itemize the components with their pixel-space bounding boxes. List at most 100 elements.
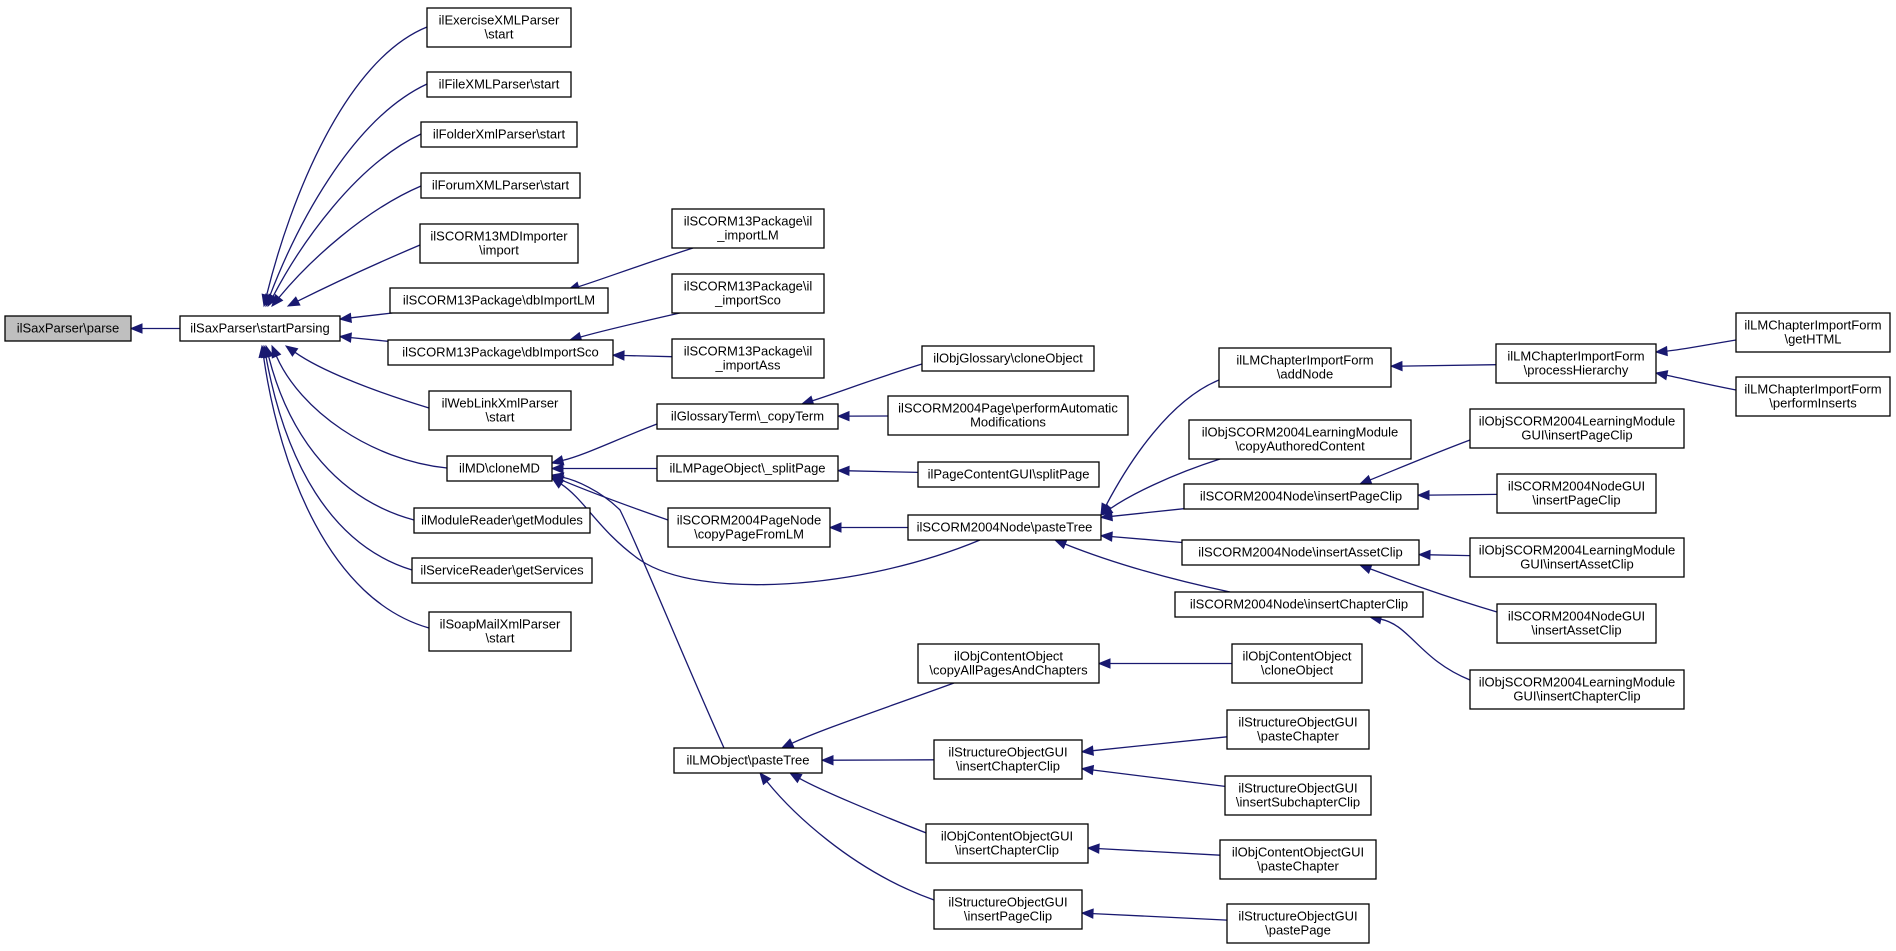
node-structgui_insertSubchapterClip[interactable]: ilStructureObjectGUI\insertSubchapterCli…	[1224, 775, 1372, 816]
node-label: ilObjSCORM2004LearningModule	[1479, 414, 1676, 429]
edge-scorm13_dbImportSco-to-sax_startParsing	[350, 336, 389, 342]
edge-objcontent_copyAll-to-lmobject_pasteTree	[791, 682, 955, 744]
node-lmobject_pasteTree[interactable]: ilLMObject\pasteTree	[673, 747, 823, 774]
node-lmchapter_addNode[interactable]: ilLMChapterImportForm\addNode	[1218, 347, 1392, 388]
edge-objs2004lmgui_insertPageClip-to-s2004node_insertPageClip	[1369, 439, 1471, 481]
node-box	[1496, 603, 1657, 644]
node-box	[671, 338, 825, 379]
node-exercise_start[interactable]: ilExerciseXMLParser\start	[426, 7, 572, 48]
node-box	[1231, 643, 1363, 684]
node-s2004node_insertPageClip[interactable]: ilSCORM2004Node\insertPageClip	[1183, 483, 1419, 510]
node-file_start[interactable]: ilFileXMLParser\start	[426, 71, 572, 98]
node-module_getModules[interactable]: ilModuleReader\getModules	[413, 507, 591, 534]
node-pagecontentgui_split[interactable]: ilPageContentGUI\splitPage	[917, 461, 1100, 488]
node-lmchapter_processHierarchy[interactable]: ilLMChapterImportForm\processHierarchy	[1495, 343, 1657, 384]
node-label: \pasteChapter	[1257, 859, 1339, 874]
node-box	[1226, 709, 1370, 750]
node-objs2004lmgui_insertAssetClip[interactable]: ilObjSCORM2004LearningModuleGUI\insertAs…	[1469, 537, 1685, 578]
node-soapmail_start[interactable]: ilSoapMailXmlParser\start	[428, 611, 572, 652]
node-label: ilObjSCORM2004LearningModule	[1479, 543, 1676, 558]
node-label: \addNode	[1277, 367, 1333, 382]
arrowhead-s2004node_pasteTree	[1099, 531, 1113, 542]
node-structgui_insertChapterClip[interactable]: ilStructureObjectGUI\insertChapterClip	[933, 739, 1083, 780]
edge-scorm13_importAss-to-scorm13_dbImportSco	[623, 354, 673, 358]
arrowhead-sax_startParsing	[284, 345, 299, 357]
node-label: ilObjGlossary\cloneObject	[933, 351, 1083, 366]
node-scorm13_importAss[interactable]: ilSCORM13Package\il_importAss	[671, 338, 825, 379]
node-lmchapter_performInserts[interactable]: ilLMChapterImportForm\performInserts	[1735, 376, 1891, 417]
node-service_getServices[interactable]: ilServiceReader\getServices	[411, 557, 593, 584]
arrowhead-objcontent_copyAll	[1097, 658, 1111, 669]
node-md_cloneMD[interactable]: ilMD\cloneMD	[446, 455, 553, 482]
node-s2004pagenode_copy[interactable]: ilSCORM2004PageNode\copyPageFromLM	[667, 507, 831, 548]
node-label: ilLMPageObject\_splitPage	[669, 461, 825, 476]
node-label: ilSCORM2004NodeGUI	[1508, 609, 1645, 624]
arrowhead-sax_startParsing	[338, 312, 352, 323]
node-box	[656, 455, 839, 482]
node-s2004page_perform[interactable]: ilSCORM2004Page\performAutomaticModifica…	[887, 395, 1129, 436]
arrowhead-sax_parse	[129, 323, 143, 334]
node-box	[179, 315, 341, 342]
node-box	[671, 208, 825, 249]
arrowhead-s2004node_pasteTree	[1053, 539, 1068, 550]
node-structgui_pastePage[interactable]: ilStructureObjectGUI\pastePage	[1226, 903, 1370, 944]
node-sax_parse[interactable]: ilSaxParser\parse	[4, 315, 132, 342]
node-objglossary_clone[interactable]: ilObjGlossary\cloneObject	[921, 345, 1095, 372]
node-scorm13_importLM[interactable]: ilSCORM13Package\il_importLM	[671, 208, 825, 249]
node-objs2004lm_copyAuthored[interactable]: ilObjSCORM2004LearningModule\copyAuthore…	[1188, 419, 1412, 460]
node-box	[387, 339, 614, 366]
node-label: ilServiceReader\getServices	[420, 563, 584, 578]
node-box	[1188, 419, 1412, 460]
node-lmpage_splitPage[interactable]: ilLMPageObject\_splitPage	[656, 455, 839, 482]
node-objcontentgui_pasteChapter[interactable]: ilObjContentObjectGUI\pasteChapter	[1219, 839, 1377, 880]
node-label: Modifications	[970, 415, 1046, 430]
node-box	[4, 315, 132, 342]
node-objcontent_copyAll[interactable]: ilObjContentObject\copyAllPagesAndChapte…	[917, 643, 1100, 684]
node-s2004node_insertChapterClip[interactable]: ilSCORM2004Node\insertChapterClip	[1174, 591, 1424, 618]
arrowhead-lmchapter_processHierarchy	[1654, 345, 1668, 357]
node-structgui_insertPageClip[interactable]: ilStructureObjectGUI\insertPageClip	[933, 889, 1083, 930]
arrowhead-structgui_insertPageClip	[1080, 908, 1094, 919]
node-s2004node_pasteTree[interactable]: ilSCORM2004Node\pasteTree	[907, 514, 1102, 541]
node-label: GUI\insertPageClip	[1521, 428, 1632, 443]
node-s2004nodegui_insertAssetClip[interactable]: ilSCORM2004NodeGUI\insertAssetClip	[1496, 603, 1657, 644]
node-objs2004lmgui_insertPageClip[interactable]: ilObjSCORM2004LearningModuleGUI\insertPa…	[1469, 408, 1685, 449]
edge-s2004node_insertChapterClip-to-s2004node_pasteTree	[1064, 543, 1231, 593]
node-s2004nodegui_insertPageClip[interactable]: ilSCORM2004NodeGUI\insertPageClip	[1496, 473, 1657, 514]
node-scorm13_dbImportSco[interactable]: ilSCORM13Package\dbImportSco	[387, 339, 614, 366]
node-scorm13_importSco[interactable]: ilSCORM13Package\il_importSco	[671, 273, 825, 314]
node-scorm13md_import[interactable]: ilSCORM13MDImporter\import	[419, 223, 579, 264]
edge-objcontentgui_insertChapterClip-to-lmobject_pasteTree	[799, 777, 935, 837]
node-forum_start[interactable]: ilForumXMLParser\start	[420, 172, 581, 199]
node-scorm13_dbImportLM[interactable]: ilSCORM13Package\dbImportLM	[389, 287, 609, 314]
node-box	[921, 345, 1095, 372]
node-lmchapter_getHTML[interactable]: ilLMChapterImportForm\getHTML	[1735, 312, 1891, 353]
node-label: ilSoapMailXmlParser	[440, 617, 561, 632]
node-label: ilStructureObjectGUI	[948, 895, 1067, 910]
node-objcontentgui_insertChapterClip[interactable]: ilObjContentObjectGUI\insertChapterClip	[925, 823, 1089, 864]
nodes-layer: ilSaxParser\parse ilSaxParser\startParsin…	[4, 7, 1891, 944]
node-label: \insertChapterClip	[955, 843, 1059, 858]
edge-s2004nodegui_insertPageClip-to-s2004node_insertPageClip	[1428, 493, 1498, 496]
arrowhead-sax_startParsing	[271, 293, 284, 308]
node-label: ilSCORM13Package\il	[684, 214, 813, 229]
node-structgui_pasteChapter[interactable]: ilStructureObjectGUI\pasteChapter	[1226, 709, 1370, 750]
node-glossary_copyTerm[interactable]: ilGlossaryTerm\_copyTerm	[656, 403, 839, 430]
node-box	[1496, 473, 1657, 514]
node-weblink_start[interactable]: ilWebLinkXmlParser\start	[428, 390, 572, 431]
node-label: \getHTML	[1784, 332, 1841, 347]
node-objcontent_cloneObject[interactable]: ilObjContentObject\cloneObject	[1231, 643, 1363, 684]
node-label: ilPageContentGUI\splitPage	[928, 467, 1090, 482]
node-box	[420, 121, 578, 148]
node-folder_start[interactable]: ilFolderXmlParser\start	[420, 121, 578, 148]
node-objs2004lmgui_insertChapterClip[interactable]: ilObjSCORM2004LearningModuleGUI\insertCh…	[1469, 669, 1685, 710]
node-label: ilStructureObjectGUI	[1238, 781, 1357, 796]
arrowhead-structgui_insertChapterClip	[1080, 764, 1095, 776]
node-label: ilSCORM2004Page\performAutomatic	[898, 401, 1118, 416]
node-box	[446, 455, 553, 482]
node-s2004node_insertAssetClip[interactable]: ilSCORM2004Node\insertAssetClip	[1181, 539, 1420, 566]
node-sax_startParsing[interactable]: ilSaxParser\startParsing	[179, 315, 341, 342]
node-label: ilStructureObjectGUI	[1238, 715, 1357, 730]
node-label: ilLMChapterImportForm	[1744, 318, 1881, 333]
